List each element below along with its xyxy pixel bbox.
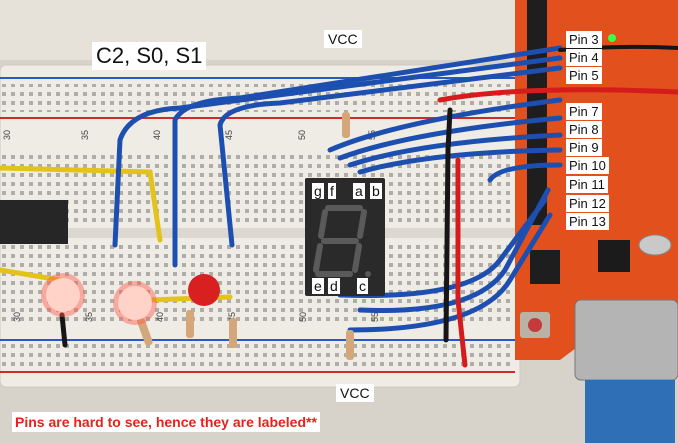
wires (0, 44, 678, 368)
header-strip (527, 0, 547, 225)
group-label: C2, S0, S1 (92, 42, 207, 70)
segment-label: d (328, 278, 340, 294)
row-number: 55 (370, 312, 380, 322)
segment-label: c (357, 278, 368, 294)
pin-label: Pin 5 (566, 67, 602, 84)
caption-note: Pins are hard to see, hence they are lab… (12, 412, 320, 432)
crystal (638, 234, 672, 256)
pin-label: Pin 7 (566, 103, 602, 120)
row-number: 45 (224, 130, 234, 140)
pin-label: Pin 10 (566, 157, 609, 174)
pin-label: Pin 11 (566, 176, 608, 193)
pin-label: Pin 13 (566, 213, 609, 230)
segment-label: a (353, 183, 365, 199)
reset-cap (528, 318, 542, 332)
terminal-holes-lower (0, 244, 510, 324)
row-number: 35 (80, 130, 90, 140)
row-number: 50 (298, 312, 308, 322)
breadboard (0, 64, 521, 388)
segment-label: e (312, 278, 324, 294)
leds (41, 273, 220, 325)
usb-cable (574, 299, 678, 443)
segment-label: g (312, 183, 324, 199)
pin-label: Pin 3 (566, 31, 602, 48)
row-number: 30 (12, 312, 22, 322)
pin-label: Pin 8 (566, 121, 602, 138)
icsp-header (530, 250, 560, 284)
row-number: 45 (227, 312, 237, 322)
terminal-holes-upper (0, 150, 510, 224)
seven-segment-display (305, 178, 385, 296)
vcc-label-top: VCC (324, 30, 362, 48)
vcc-label-bottom: VCC (336, 384, 374, 402)
pin-label: Pin 4 (566, 49, 602, 66)
resistors (137, 112, 354, 360)
row-number: 40 (152, 130, 162, 140)
row-number: 35 (84, 312, 94, 322)
rail-holes-bottom (0, 344, 510, 368)
pin-label: Pin 12 (566, 195, 609, 212)
row-number: 50 (297, 130, 307, 140)
segment-label: f (328, 183, 336, 199)
row-number: 30 (2, 130, 12, 140)
chip (598, 240, 630, 272)
center-channel (0, 228, 515, 238)
ic-chip (0, 200, 68, 244)
power-led (608, 34, 616, 42)
pin-label: Pin 9 (566, 139, 602, 156)
row-number: 40 (155, 312, 165, 322)
segment-label: b (370, 183, 382, 199)
